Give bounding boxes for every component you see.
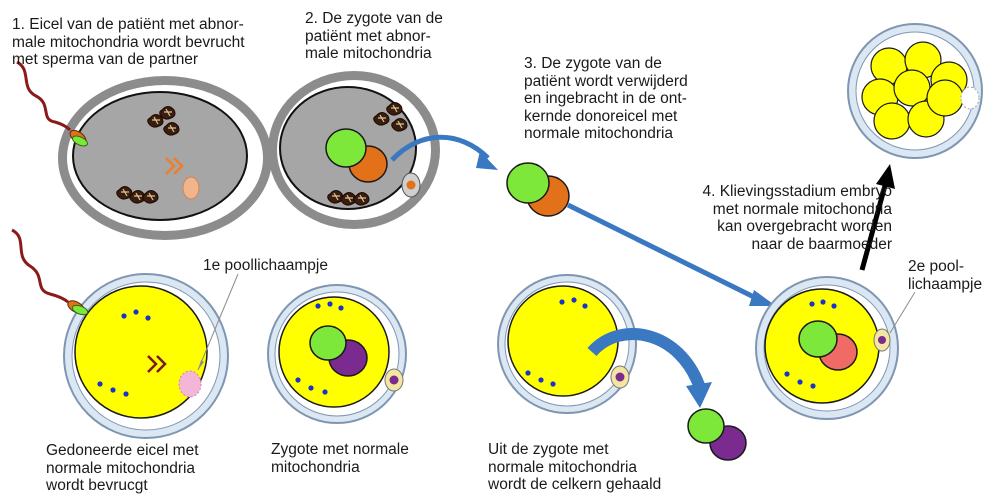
- removed-normal-pronuclei: [687, 408, 747, 461]
- insertion-arrow: [566, 202, 762, 303]
- donor-cytoplasm: [74, 285, 208, 419]
- blastomere: [926, 79, 964, 117]
- patient-egg-fertilized: [16, 60, 272, 240]
- sperm-pronucleus: [71, 304, 89, 316]
- normal-zygote-caption: Zygote met normale mitochondria: [271, 441, 409, 476]
- polar-body-nucleus: [389, 375, 399, 385]
- blastomere: [873, 102, 911, 140]
- male-pronucleus: [309, 325, 347, 361]
- patient-cytoplasm: [72, 91, 248, 221]
- male-pronucleus: [506, 162, 550, 204]
- normal-mitochondria: [295, 301, 344, 395]
- polar-body: [178, 370, 202, 398]
- patient-zygote: [268, 71, 440, 229]
- polar-body: [182, 176, 200, 200]
- sperm-entry-marker: [147, 355, 167, 373]
- sperm-tail: [11, 228, 69, 304]
- enucleated-donor-egg: [497, 274, 712, 414]
- step3-caption: 3. De zygote van de patiënt wordt verwij…: [524, 55, 688, 142]
- insertion-arrow-head: [749, 290, 776, 306]
- polar-body-nucleus: [878, 336, 886, 344]
- cleavage-stage-embryo: [847, 23, 983, 159]
- male-pronucleus: [687, 408, 725, 444]
- polar-body-nucleus: [406, 180, 416, 190]
- polar-body-pointer: [889, 291, 916, 334]
- step1-caption: 1. Eicel van de patiënt met abnor- male …: [12, 16, 245, 68]
- step2-caption: 2. De zygote van de patiënt met abnor- m…: [305, 10, 443, 62]
- reconstructed-zygote: [755, 276, 916, 420]
- sperm-pronucleus: [72, 135, 88, 147]
- polar-body: [960, 86, 980, 110]
- embryo-arrow: [859, 181, 889, 271]
- sperm-entry-marker: [165, 157, 184, 175]
- normal-mitochondria: [97, 309, 151, 397]
- male-pronucleus: [325, 128, 367, 168]
- polar-body-nucleus: [615, 372, 625, 382]
- normal-zygote: [267, 284, 407, 424]
- male-pronucleus: [798, 320, 838, 358]
- polar-body-1-label: 1e poollichaampje: [203, 257, 328, 274]
- donor-egg-fertilized: [11, 228, 239, 439]
- normal-mitochondria: [525, 297, 588, 387]
- transfer-arrow: [390, 134, 490, 162]
- removal-arrow: [587, 328, 706, 391]
- extracted-patient-pronuclei: [506, 162, 570, 217]
- transfer-arrow-head: [476, 151, 498, 170]
- removal-arrow-head: [686, 382, 712, 408]
- polar-body-2-label: 2e pool- lichaampje: [908, 258, 983, 293]
- nucleus-removed-caption: Uit de zygote met normale mitochondria w…: [488, 441, 662, 493]
- normal-mitochondria: [784, 299, 837, 389]
- step4-caption: 4. Klievingsstadium embryo met normale m…: [702, 183, 892, 253]
- donor-egg-caption: Gedoneerde eicel met normale mitochondri…: [46, 442, 199, 494]
- polar-body-pointer: [197, 273, 239, 371]
- embryo-arrow-head: [876, 164, 895, 189]
- sperm-tail: [16, 60, 72, 132]
